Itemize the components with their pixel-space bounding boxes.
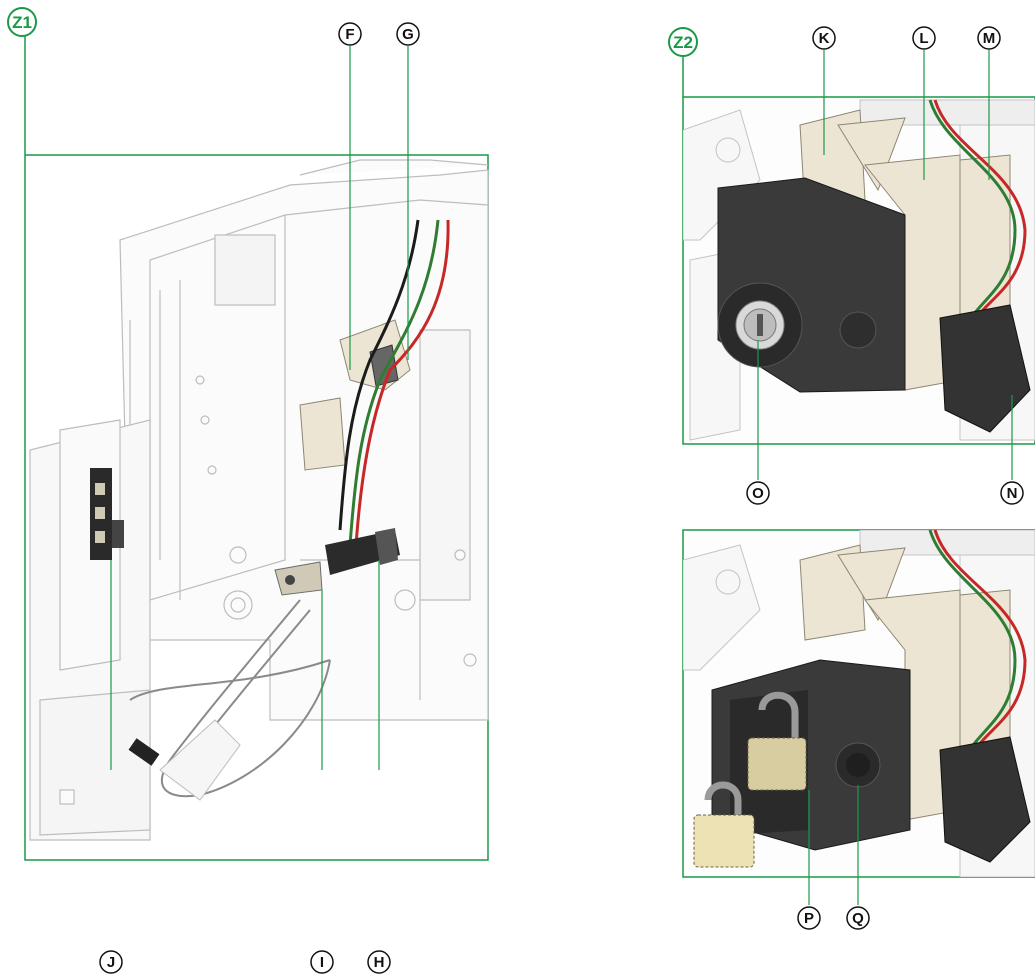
callout-o: O	[746, 481, 770, 505]
svg-text:P: P	[804, 910, 814, 927]
svg-text:N: N	[1007, 485, 1018, 502]
svg-text:I: I	[320, 954, 324, 971]
svg-text:J: J	[107, 954, 115, 971]
panel-key-lock	[682, 96, 1035, 445]
inline-connector	[128, 719, 241, 801]
callout-n: N	[1000, 481, 1024, 505]
svg-text:F: F	[345, 26, 354, 43]
callout-j: J	[99, 950, 123, 974]
zone-z1-frame	[24, 33, 489, 861]
zone-z2-badge: Z2	[668, 27, 698, 57]
panel-padlocks	[682, 529, 1035, 878]
zone-z1-label: Z1	[12, 13, 32, 32]
connector-h	[325, 528, 400, 575]
callout-q: Q	[846, 906, 870, 930]
callout-h: H	[367, 950, 391, 974]
callout-p: P	[797, 906, 821, 930]
svg-text:M: M	[983, 30, 996, 47]
callout-i: I	[310, 950, 334, 974]
svg-text:O: O	[752, 485, 764, 502]
grey-clip-g	[369, 344, 399, 387]
callout-k: K	[812, 26, 836, 50]
svg-text:K: K	[819, 30, 830, 47]
svg-text:Q: Q	[852, 910, 864, 927]
leader-lines-z1	[110, 46, 409, 770]
svg-text:L: L	[919, 30, 928, 47]
zone-z2: Z2	[668, 26, 1035, 930]
callout-l: L	[912, 26, 936, 50]
svg-text:G: G	[402, 26, 414, 43]
zone-z2-label: Z2	[673, 33, 693, 52]
callout-m: M	[977, 26, 1001, 50]
svg-text:H: H	[374, 954, 385, 971]
wire-harness-z1	[338, 219, 450, 561]
zone-z1-badge: Z1	[7, 7, 37, 37]
callout-g: G	[396, 22, 420, 46]
zone-z1: Z1	[7, 7, 489, 974]
leader-lines-z2	[757, 50, 1013, 905]
connector-block-j	[90, 468, 124, 560]
callout-f: F	[338, 22, 362, 46]
